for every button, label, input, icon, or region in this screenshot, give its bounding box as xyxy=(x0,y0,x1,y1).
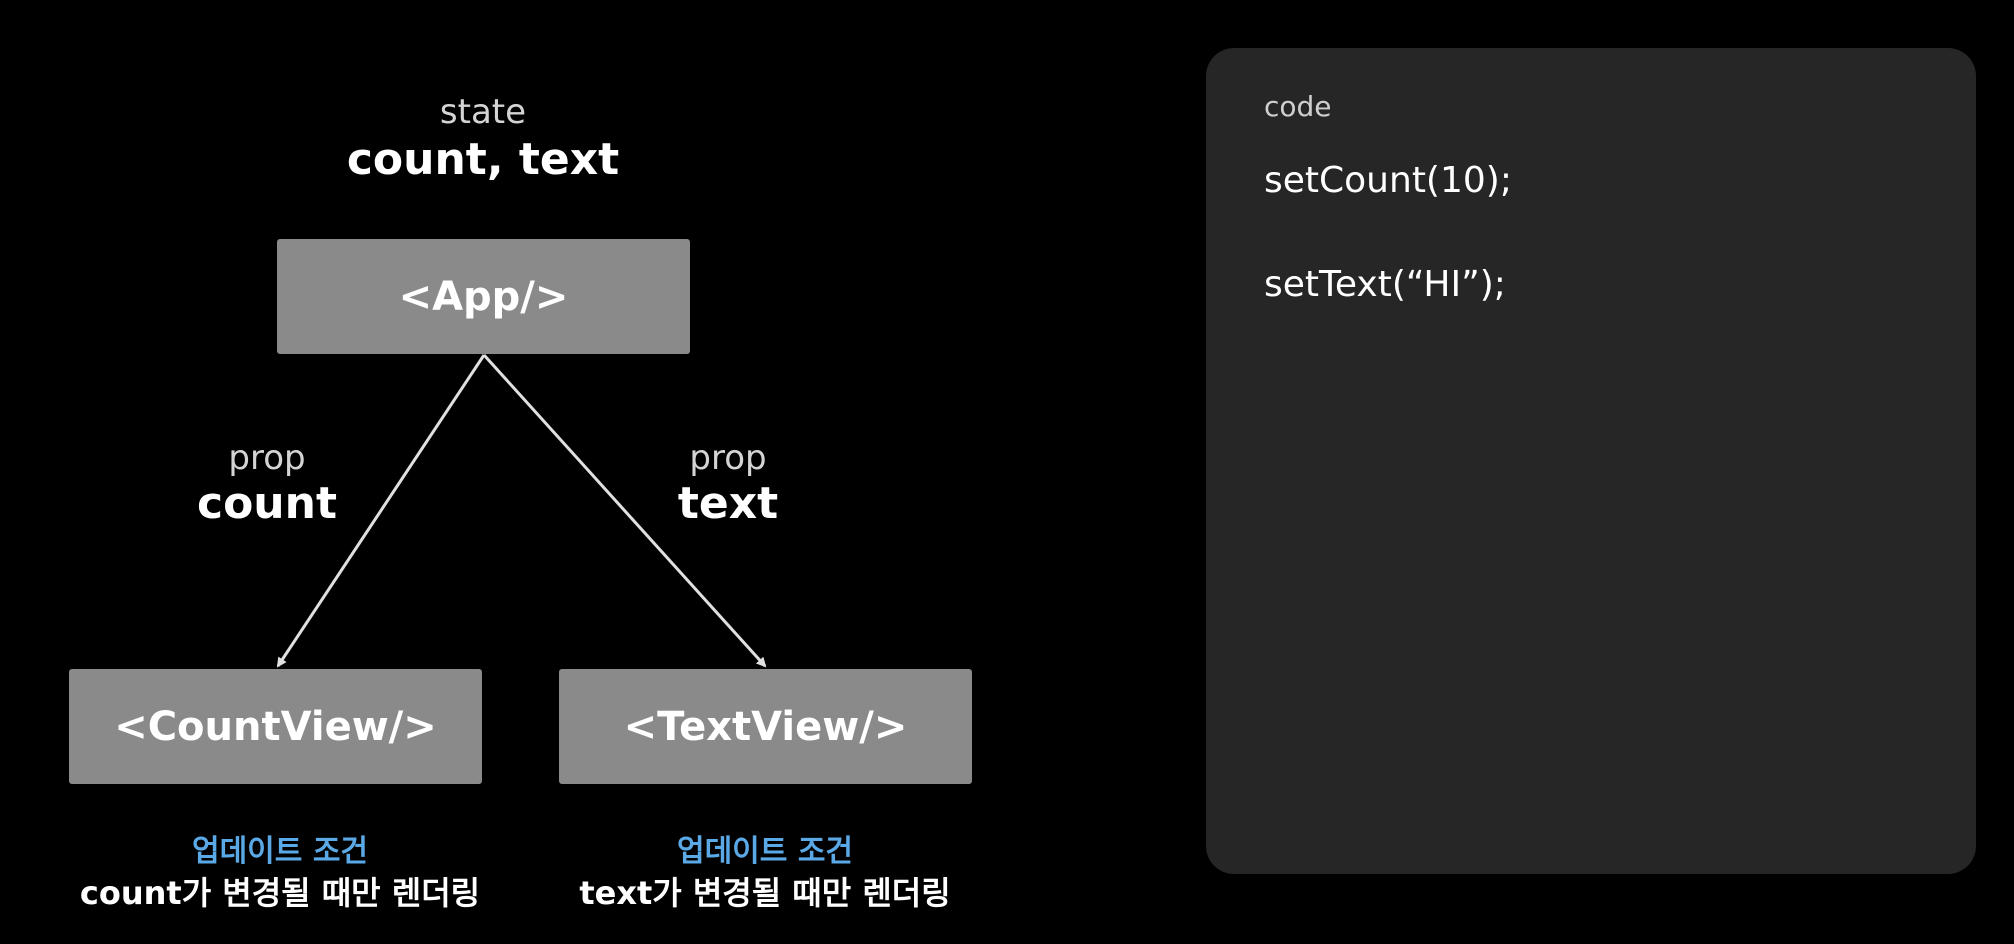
state-caption: state xyxy=(439,92,527,132)
textview-node: <TextView/> xyxy=(559,669,972,784)
prop-right-value: text xyxy=(677,478,779,529)
arrow-app-to-countview xyxy=(276,354,486,668)
arrow-app-to-textview xyxy=(482,353,767,668)
app-node: <App/> xyxy=(277,239,690,354)
code-panel: code setCount(10); setText(“HI”); xyxy=(1206,48,1976,874)
prop-left-caption: prop xyxy=(228,438,306,478)
condition-left-title: 업데이트 조건 xyxy=(191,834,369,869)
state-value: count, text xyxy=(346,134,620,185)
code-line-set-text: setText(“HI”); xyxy=(1264,264,1506,305)
diagram-arrows xyxy=(276,353,767,668)
condition-right-title: 업데이트 조건 xyxy=(676,834,854,869)
prop-right-caption: prop xyxy=(689,438,767,478)
countview-node: <CountView/> xyxy=(69,669,482,784)
prop-left-value: count xyxy=(197,478,337,529)
condition-right-desc: text가 변경될 때만 렌더링 xyxy=(579,874,951,912)
code-line-set-count: setCount(10); xyxy=(1264,160,1512,201)
code-label: code xyxy=(1264,90,1332,123)
condition-left-desc: count가 변경될 때만 렌더링 xyxy=(79,874,481,912)
